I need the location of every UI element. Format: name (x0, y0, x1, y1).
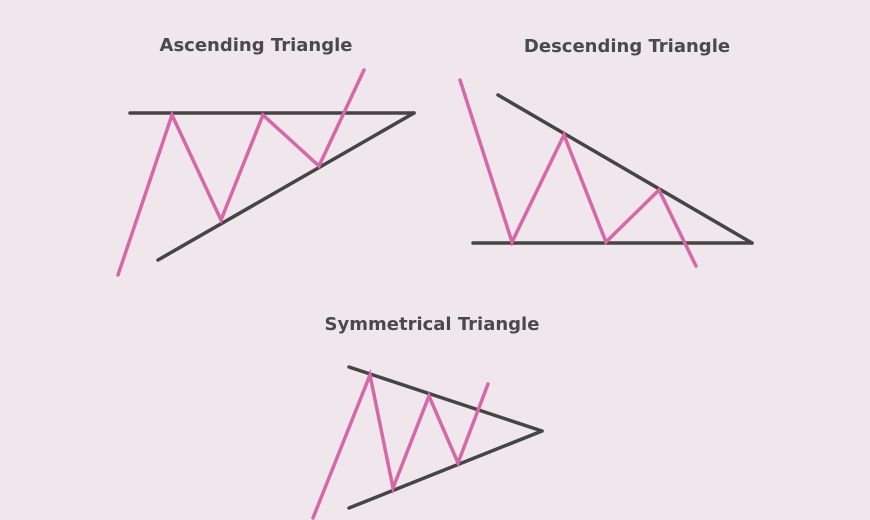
descending-resistance-line (496, 93, 754, 245)
ascending-triangle-title: Ascending Triangle (159, 35, 353, 56)
ascending-support-line (156, 111, 416, 262)
descending-triangle (458, 78, 754, 268)
symmetrical-price-path (311, 368, 490, 520)
descending-triangle-title: Descending Triangle (523, 36, 731, 57)
ascending-price-path (116, 68, 366, 277)
descending-price-path (458, 78, 698, 268)
symmetrical-triangle-title: Symmetrical Triangle (324, 314, 540, 335)
symmetrical-upper-trend-line (347, 365, 544, 433)
symmetrical-triangle (311, 365, 544, 520)
ascending-triangle (116, 68, 416, 277)
symmetrical-lower-trend-line (347, 429, 544, 510)
